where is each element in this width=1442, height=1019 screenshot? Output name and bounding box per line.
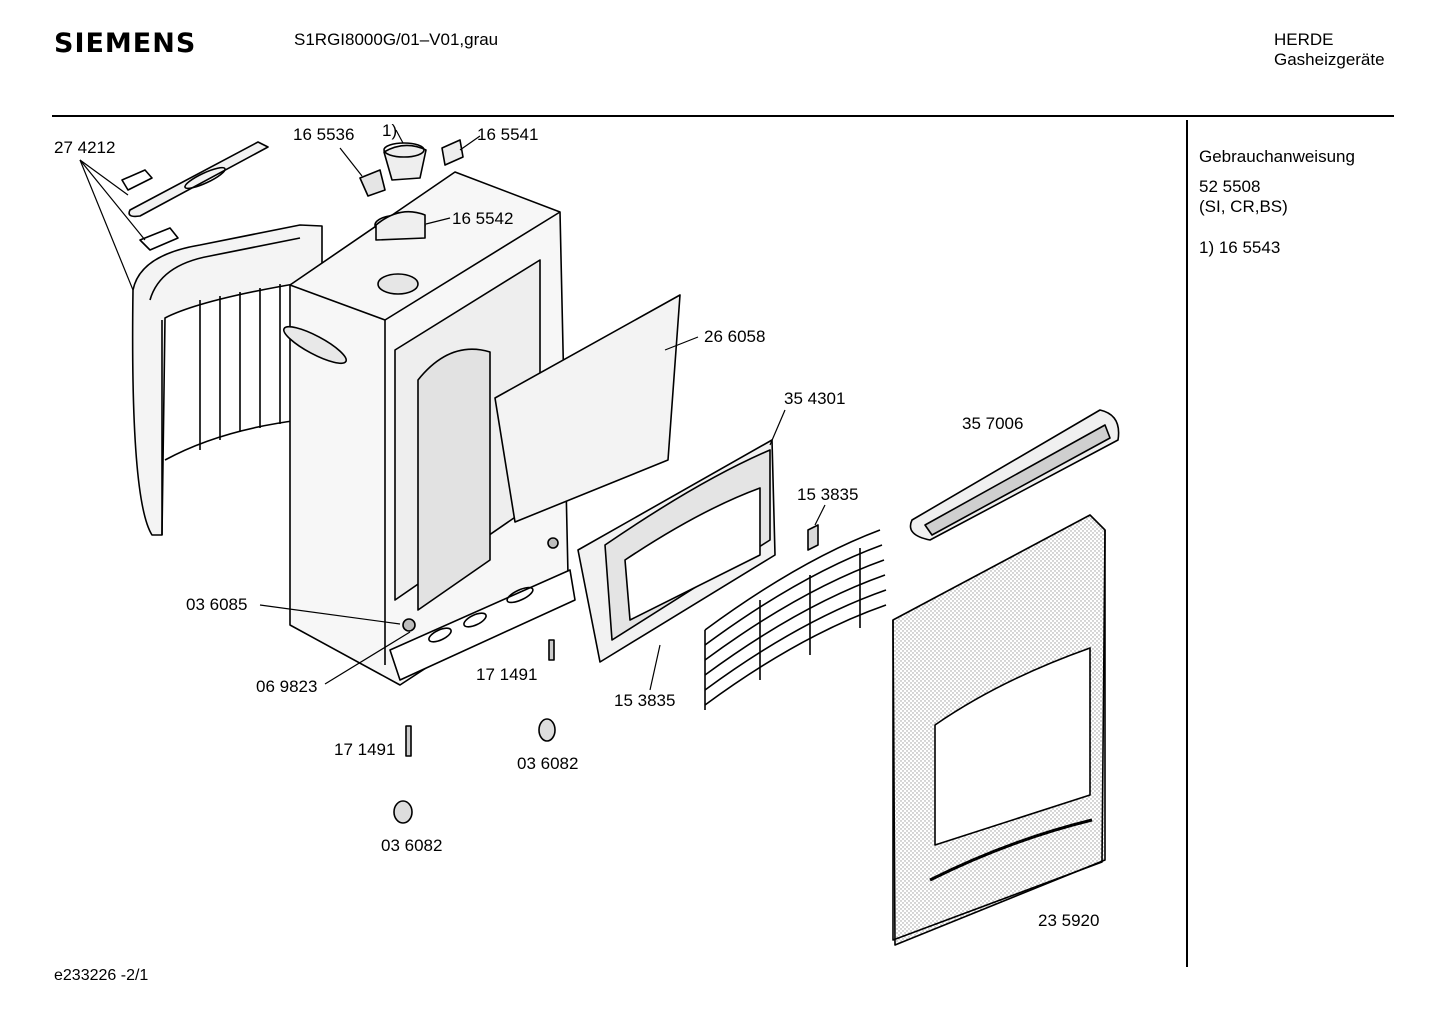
- part-label-165541: 16 5541: [477, 125, 539, 144]
- side-divider: [1186, 120, 1188, 967]
- side-panel-part: [131, 224, 323, 536]
- part-label-036085: 03 6085: [186, 595, 248, 614]
- top-lid-part: [121, 141, 269, 251]
- header-divider: [52, 115, 1394, 117]
- front-panel-part: [892, 514, 1106, 946]
- part-label-036082-right: 03 6082: [517, 754, 579, 773]
- back-cover-part: [494, 294, 681, 523]
- manual-variants: (SI, CR,BS): [1199, 197, 1288, 216]
- part-label-153835-top: 15 3835: [797, 485, 859, 504]
- drawing-id: e233226 -2/1: [54, 967, 149, 984]
- part-label-069823: 06 9823: [256, 677, 318, 696]
- model-number: S1RGI8000G/01–V01,grau: [294, 30, 499, 49]
- category-herde: HERDE: [1274, 30, 1334, 49]
- part-label-footnote-ref: 1): [382, 121, 398, 140]
- part-label-235920: 23 5920: [1038, 911, 1100, 930]
- part-label-357006: 35 7006: [962, 414, 1024, 433]
- grille-part: [704, 524, 887, 710]
- top-grille-part: [909, 409, 1120, 541]
- manual-part-number: 52 5508: [1199, 177, 1261, 196]
- part-label-165536: 16 5536: [293, 125, 355, 144]
- hardware-parts: [393, 639, 556, 824]
- brand-logo: SIEMENS: [54, 28, 197, 59]
- part-label-274212: 27 4212: [54, 138, 116, 157]
- part-label-153835-bottom: 15 3835: [614, 691, 676, 710]
- category-gasheizgeraete: Gasheizgeräte: [1274, 50, 1385, 69]
- connector-parts: [359, 139, 464, 241]
- part-label-171491-lower: 17 1491: [334, 740, 396, 759]
- manual-label: Gebrauchanweisung: [1199, 147, 1355, 166]
- part-label-266058: 26 6058: [704, 327, 766, 346]
- part-label-171491-upper: 17 1491: [476, 665, 538, 684]
- part-label-165542: 16 5542: [452, 209, 514, 228]
- heater-body-part: [283, 171, 576, 686]
- front-frame-part: [577, 439, 776, 663]
- footnote-part: 1) 16 5543: [1199, 238, 1281, 257]
- part-label-354301: 35 4301: [784, 389, 846, 408]
- leader-lines: [79, 129, 826, 691]
- part-label-036082-left: 03 6082: [381, 836, 443, 855]
